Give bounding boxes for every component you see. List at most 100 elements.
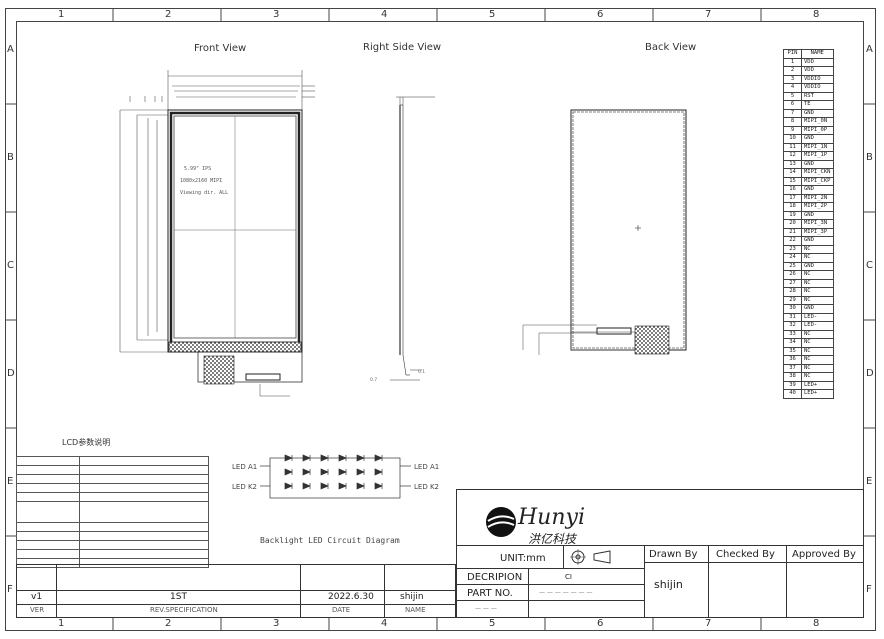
drawn-by-label: Drawn By (649, 549, 698, 560)
led-symbol (356, 468, 365, 476)
pin-signal: LED- (801, 312, 834, 322)
zone-col-8: 8 (813, 9, 820, 20)
pin-number: 6 (783, 100, 802, 110)
pin-number: 38 (783, 372, 802, 382)
pin-number: 39 (783, 380, 802, 390)
pin-signal: LED- (801, 321, 834, 331)
pin-number: 3 (783, 74, 802, 84)
pin-signal: NC (801, 244, 834, 254)
pin-number: 17 (783, 193, 802, 203)
pin-number: 32 (783, 321, 802, 331)
logo-area (456, 489, 864, 546)
pin-header: PIN (783, 49, 802, 59)
pin-number: 33 (783, 329, 802, 339)
zone-col-5: 5 (489, 9, 496, 20)
pin-signal: NC (801, 363, 834, 373)
pin-signal: NC (801, 270, 834, 280)
pin-number: 16 (783, 185, 802, 195)
led-symbol (284, 454, 293, 462)
title-grid (456, 546, 864, 618)
pin-signal: MIPI_3N (801, 219, 834, 229)
unit-label: UNIT:mm (500, 553, 546, 564)
zone-row-b: B (7, 152, 14, 163)
led-symbol (356, 482, 365, 490)
back-view-title: Back View (645, 42, 697, 53)
pin-signal: NC (801, 346, 834, 356)
led-symbol (320, 454, 329, 462)
company-name-cn: 洪亿科技 (528, 532, 577, 546)
zone-col-2: 2 (165, 9, 172, 20)
pin-signal: MIPI_CKN (801, 168, 834, 178)
pin-number: 36 (783, 355, 802, 365)
pin-number: 5 (783, 91, 802, 101)
zone-col-6: 6 (597, 9, 604, 20)
pin-signal: MIPI_2N (801, 193, 834, 203)
pin-number: 29 (783, 295, 802, 305)
pin-number: 8 (783, 117, 802, 127)
pin-number: 12 (783, 151, 802, 161)
led-symbol (302, 468, 311, 476)
led-symbol (338, 454, 347, 462)
pin-signal: RST (801, 91, 834, 101)
led-symbol (374, 454, 383, 462)
revision-name: shijin (400, 592, 424, 602)
pin-signal: MIPI_2P (801, 202, 834, 212)
zone-col-6-bottom: 6 (597, 618, 604, 629)
pin-signal: VDDIO (801, 74, 834, 84)
zone-row-c: C (7, 260, 14, 271)
pin-number: 22 (783, 236, 802, 246)
led-symbol (356, 454, 365, 462)
revision-rev-label: REV.SPECIFICATION (150, 606, 218, 614)
svg-text:0.7: 0.7 (370, 377, 377, 383)
zone-col-4: 4 (381, 9, 388, 20)
back-view-drawing (522, 109, 687, 355)
lcd-spec-title: LCD参数说明 (62, 438, 111, 447)
pin-number: 26 (783, 270, 802, 280)
pin-signal: NC (801, 372, 834, 382)
revision-table (16, 564, 456, 618)
revision-rev: 1ST (170, 592, 187, 602)
part-no-value: — — — — — — — (539, 589, 593, 596)
company-name: Hunyi (518, 505, 585, 530)
pin-number: 19 (783, 210, 802, 220)
pin-number: 20 (783, 219, 802, 229)
pin-number: 13 (783, 159, 802, 169)
zone-col-3-bottom: 3 (273, 618, 280, 629)
revision-name-label: NAME (405, 606, 426, 614)
pin-signal: VDD (801, 66, 834, 76)
zone-row-d-right: D (866, 368, 874, 379)
led-symbol (338, 468, 347, 476)
pin-number: 30 (783, 304, 802, 314)
description-value: CI (565, 573, 572, 581)
pin-number: 15 (783, 176, 802, 186)
pin-number: 1 (783, 57, 802, 67)
zone-col-1: 1 (58, 9, 65, 20)
led-symbol (320, 468, 329, 476)
zone-col-8-bottom: 8 (813, 618, 820, 629)
circuit-caption: Backlight LED Circuit Diagram (260, 536, 400, 545)
zone-row-e: E (7, 476, 14, 487)
drawn-by-value: shijin (654, 578, 683, 591)
led-symbol (302, 454, 311, 462)
